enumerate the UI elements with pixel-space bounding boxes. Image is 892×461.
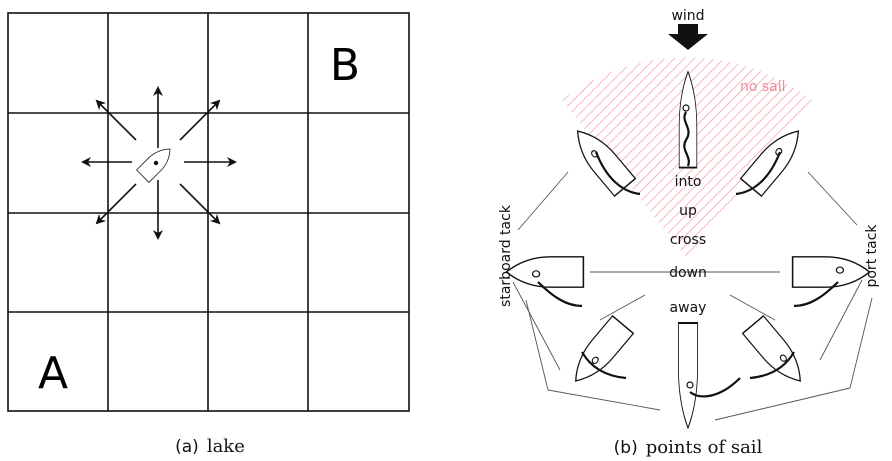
sail-up-starboard-icon [594,151,641,196]
label-away: away [670,300,707,316]
lake-panel: B A (a) lake [7,12,410,457]
lake-boat-icon [136,148,171,183]
lake-caption: (a) lake [175,436,245,457]
arrow-southeast [179,183,221,225]
no-sail-label: no sail [740,79,786,95]
label-cross: cross [670,232,706,248]
label-b: B [330,40,360,91]
arrow-northeast [179,99,221,141]
points-of-sail-caption: (b) points of sail [614,437,763,458]
sail-cross-starboard-icon [537,281,583,308]
down-line-left [599,294,646,321]
points-of-sail-panel: no sail wind [498,8,880,458]
luffing-sail-icon [683,111,690,167]
starboard-connectors [512,171,661,411]
label-starboard-tack: starboard tack [498,204,514,307]
boat-cross-port-icon [791,256,871,288]
port-connectors [714,171,873,421]
sail-cross-port-icon [793,281,839,308]
label-down: down [669,265,707,281]
arrow-northwest [95,99,137,141]
label-up: up [679,203,697,219]
down-line-right [729,294,776,321]
boat-away-icon [677,321,699,430]
sail-down-starboard-icon [581,351,627,380]
sail-down-port-icon [749,351,795,380]
lake-grid [7,12,410,412]
sail-away-icon [689,377,741,398]
arrow-southwest [95,183,137,225]
move-arrows [81,86,237,240]
boat-cross-starboard-icon [505,256,585,288]
label-port-tack: port tack [864,224,880,288]
wind-label: wind [671,8,704,24]
wind-arrow-icon [668,24,708,50]
sail-up-port-icon [735,151,782,196]
label-into: into [675,174,702,190]
label-a: A [38,348,68,399]
